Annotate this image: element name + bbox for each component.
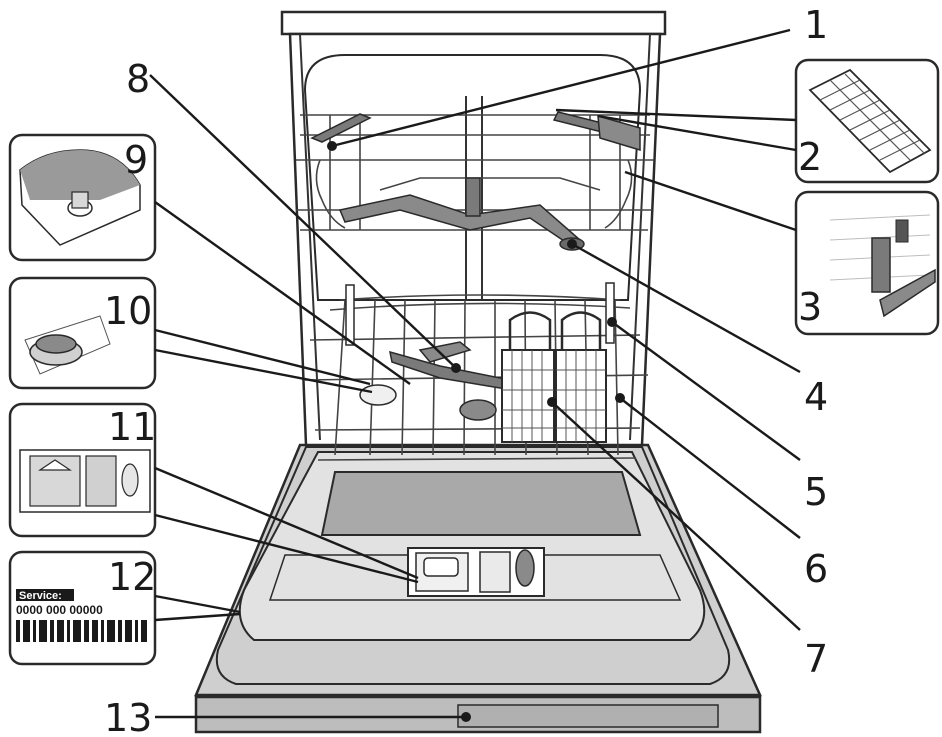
panel-detail-11 xyxy=(8,402,157,538)
callout-1: 1 xyxy=(804,3,828,47)
callout-13: 13 xyxy=(104,696,152,737)
dishwasher-door xyxy=(194,443,762,734)
cutlery-basket xyxy=(501,311,607,443)
callout-8: 8 xyxy=(126,57,150,101)
callout-7: 7 xyxy=(804,637,828,681)
panel-detail-9 xyxy=(8,133,157,262)
callout-5: 5 xyxy=(804,470,828,514)
callout-4: 4 xyxy=(804,375,828,419)
callout-6: 6 xyxy=(804,547,828,591)
callout-2: 2 xyxy=(798,135,822,179)
barcode xyxy=(16,620,147,642)
panel-detail-3 xyxy=(794,190,940,336)
panel-detail-12: Service: 0000 000 00000 xyxy=(8,550,157,666)
upper-rack xyxy=(296,111,654,251)
callout-9: 9 xyxy=(124,138,148,182)
dishwasher-tub xyxy=(280,10,667,447)
panel-detail-2 xyxy=(794,58,940,184)
service-label: Service: xyxy=(19,590,62,602)
callout-10: 10 xyxy=(104,289,152,333)
panel-detail-10 xyxy=(8,276,157,390)
callout-numbers: 1 2 3 4 5 6 7 8 9 10 11 12 13 xyxy=(104,3,828,737)
detergent-dispenser xyxy=(407,547,545,597)
callout-12: 12 xyxy=(108,555,156,599)
callout-11: 11 xyxy=(108,405,156,449)
callout-3: 3 xyxy=(798,285,822,329)
service-number: 0000 000 00000 xyxy=(16,603,103,617)
leader-lines xyxy=(149,28,801,722)
